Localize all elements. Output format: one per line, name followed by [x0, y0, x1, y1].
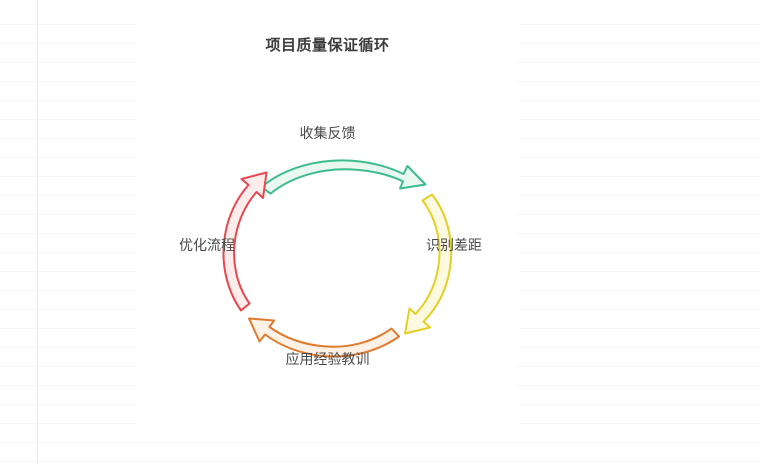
cycle-diagram: 收集反馈 识别差距 应用经验教训 优化流程 — [137, 86, 518, 396]
paper-margin-line — [37, 0, 38, 464]
arc-arrow-right-yellow — [404, 193, 453, 335]
cycle-diagram-svg — [222, 159, 453, 358]
arc-arrow-top-green — [260, 159, 427, 195]
cycle-step-label-top: 收集反馈 — [299, 125, 356, 141]
cycle-step-label-left: 优化流程 — [179, 237, 235, 253]
cycle-step-label-bottom: 应用经验教训 — [285, 351, 370, 367]
arc-arrow-left-red — [222, 171, 268, 312]
arc-arrow-bottom-orange — [248, 317, 400, 358]
content-card: 项目质量保证循环 收集反馈 — [137, 0, 518, 426]
page-title: 项目质量保证循环 — [265, 37, 390, 54]
cycle-step-label-right: 识别差距 — [426, 237, 482, 253]
